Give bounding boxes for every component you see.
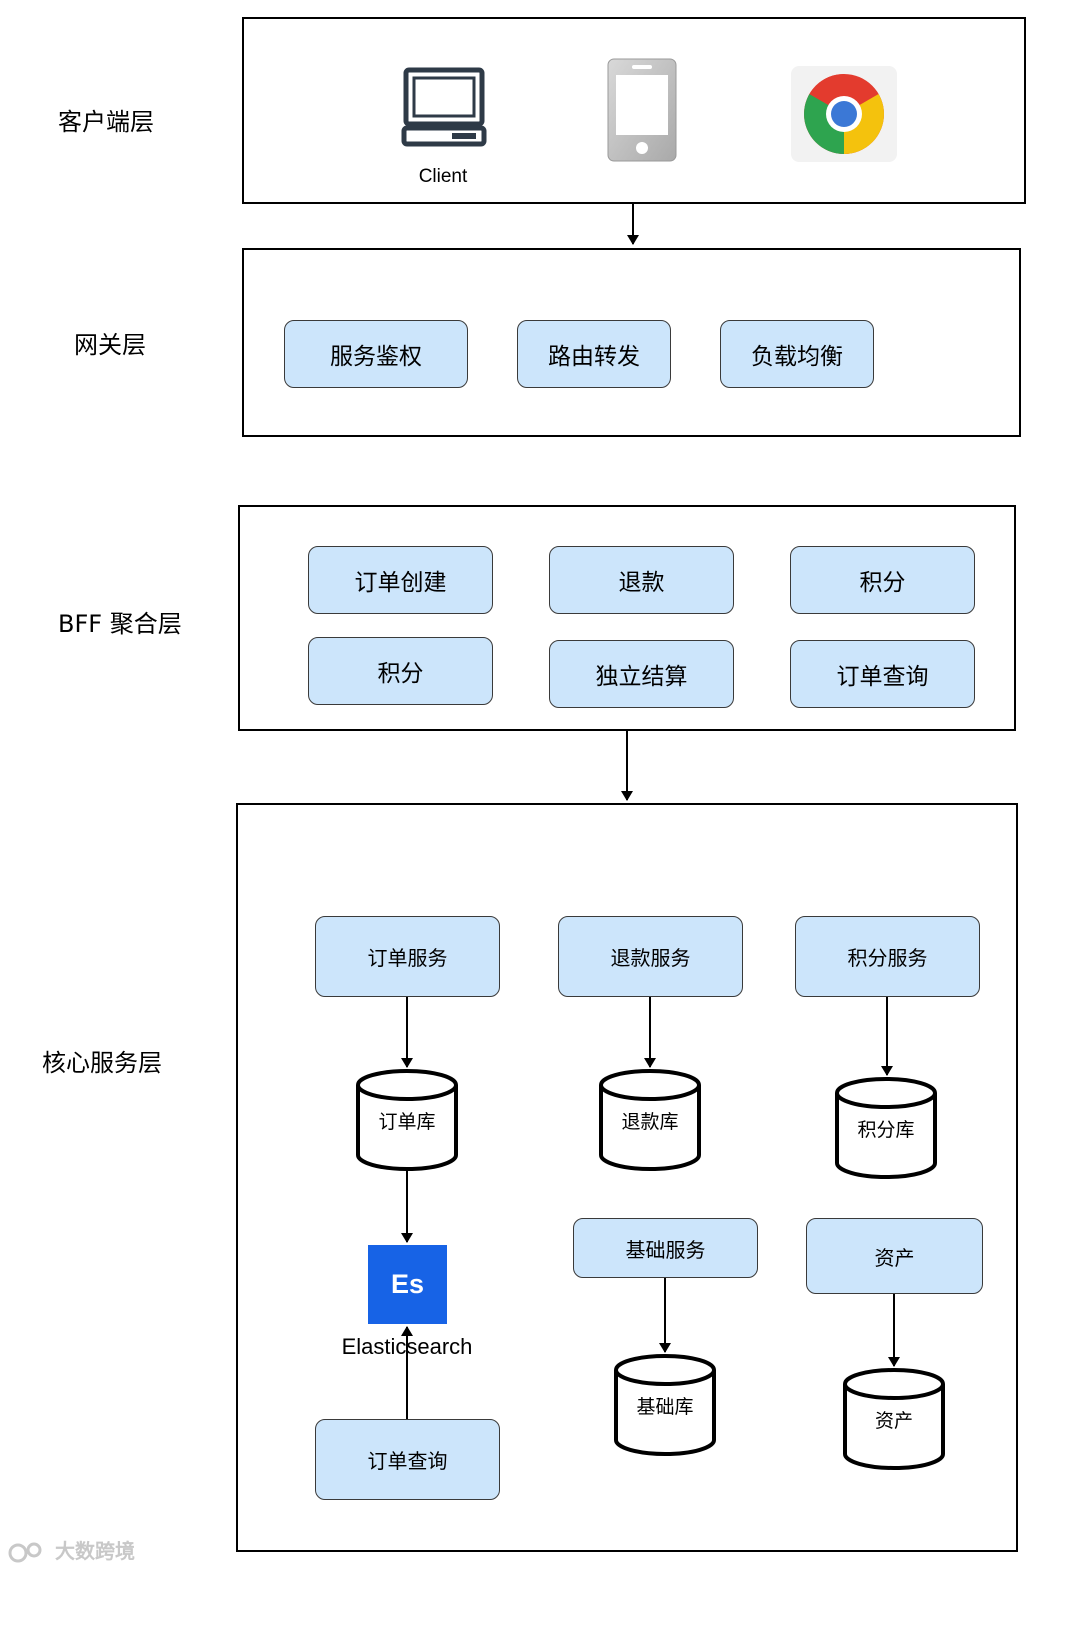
database-icon: [614, 1354, 716, 1456]
core-order-query-service-box: 订单查询: [315, 1419, 500, 1500]
watermark-text: 大数跨境: [54, 1539, 135, 1563]
gateway-auth-box: 服务鉴权: [284, 320, 468, 388]
elasticsearch-icon: Es: [368, 1245, 447, 1324]
bff-points-box: 积分: [790, 546, 975, 614]
watermark: 大数跨境: [8, 1535, 135, 1566]
points-db-cylinder: 积分库: [835, 1077, 937, 1179]
layer-label-client: 客户端层: [58, 108, 154, 136]
database-icon: [835, 1077, 937, 1179]
mobile-phone-icon: [607, 58, 677, 162]
database-icon: [843, 1368, 945, 1470]
core-assets-service-box: 资产: [806, 1218, 983, 1294]
database-icon: [599, 1069, 701, 1171]
database-icon: [356, 1069, 458, 1171]
refund-db-cylinder: 退款库: [599, 1069, 701, 1171]
gateway-routing-box: 路由转发: [517, 320, 671, 388]
refund-db-label: 退款库: [621, 1111, 679, 1133]
basic-db-label: 基础库: [636, 1396, 694, 1418]
points-db-label: 积分库: [857, 1119, 915, 1141]
bff-refund-box: 退款: [549, 546, 734, 614]
core-order-service-box: 订单服务: [315, 916, 500, 997]
order-db-label: 订单库: [378, 1111, 436, 1133]
order-db-cylinder: 订单库: [356, 1069, 458, 1171]
layer-label-bff: BFF 聚合层: [58, 610, 182, 638]
client-label: Client: [418, 166, 468, 187]
bff-order-query-box: 订单查询: [790, 640, 975, 708]
gateway-load-balance-box: 负载均衡: [720, 320, 874, 388]
assets-db-cylinder: 资产: [843, 1368, 945, 1470]
basic-db-cylinder: 基础库: [614, 1354, 716, 1456]
watermark-logo-icon: [8, 1542, 42, 1562]
bff-settlement-box: 独立结算: [549, 640, 734, 708]
layer-label-gateway: 网关层: [74, 331, 146, 359]
desktop-computer-icon: [401, 67, 487, 147]
core-basic-service-box: 基础服务: [573, 1218, 758, 1278]
core-refund-service-box: 退款服务: [558, 916, 743, 997]
elasticsearch-label: Elasticsearch: [341, 1334, 473, 1359]
assets-db-label: 资产: [874, 1410, 913, 1432]
bff-points-box-2: 积分: [308, 637, 493, 705]
chrome-browser-icon: [791, 66, 897, 162]
bff-order-create-box: 订单创建: [308, 546, 493, 614]
layer-label-core: 核心服务层: [42, 1049, 162, 1077]
core-points-service-box: 积分服务: [795, 916, 980, 997]
